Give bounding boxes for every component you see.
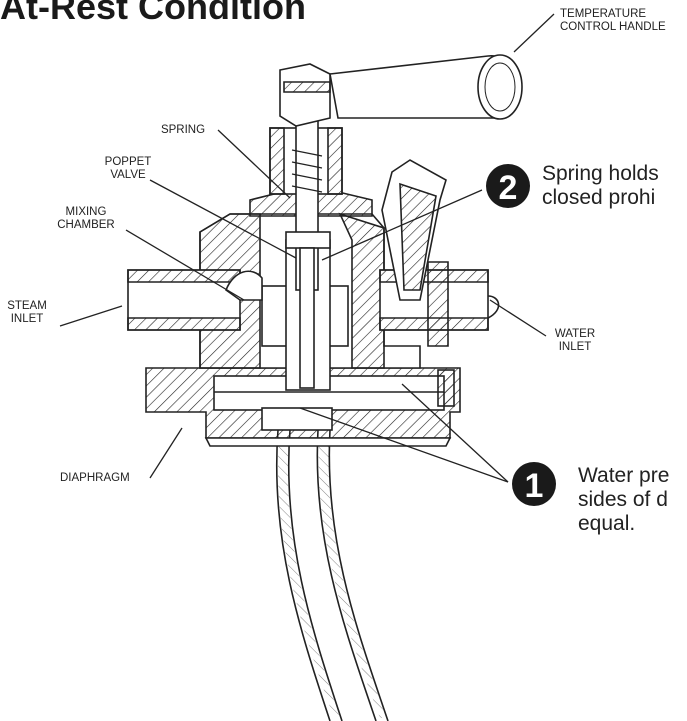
svg-text:1: 1 (525, 467, 544, 505)
page-title: At-Rest Condition (0, 0, 306, 27)
callout-text-1: Water pre sides of d equal. (578, 464, 670, 535)
relief-valve (381, 159, 455, 407)
label-steam-inlet: STEAM INLET (7, 300, 47, 325)
label-diaphragm: DIAPHRAGM (60, 472, 130, 484)
valve-body (127, 212, 500, 391)
callout-badge-2: 2 (486, 164, 530, 208)
hoses (275, 429, 389, 721)
callout-text-2: Spring holds closed prohi (542, 162, 659, 209)
temperature-handle (279, 54, 523, 127)
leader-lines (59, 13, 555, 483)
label-mixing-chamber: MIXING CHAMBER (57, 206, 115, 231)
label-spring: SPRING (160, 124, 206, 136)
label-poppet-valve: POPPET VALVE (104, 156, 152, 181)
lower-housing (145, 367, 461, 447)
callout-badge-1: 1 (512, 462, 556, 506)
label-temperature-control-handle: TEMPERATURE CONTROL HANDLE (560, 8, 666, 33)
svg-text:2: 2 (499, 169, 518, 207)
label-water-inlet: WATER INLET (554, 328, 596, 353)
